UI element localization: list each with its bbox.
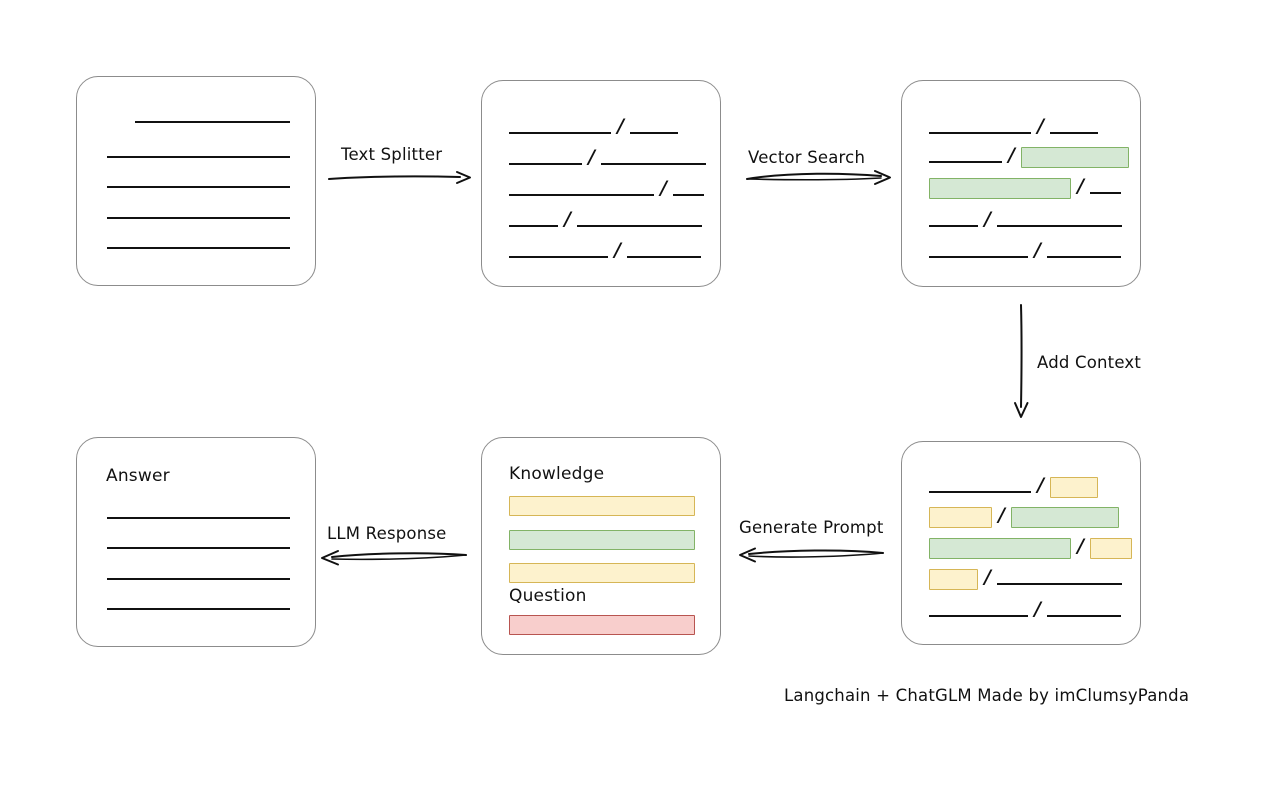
footer-credit: Langchain + ChatGLM Made by imClumsyPand…: [784, 686, 1190, 705]
text-segment: [929, 161, 1002, 163]
knowledge-bar-yellow: [509, 563, 695, 583]
text-segment: [567, 132, 611, 134]
text-segment: [929, 491, 987, 493]
text-segment: [996, 225, 1122, 227]
arrow-generate-prompt: [739, 547, 884, 563]
text-segment: [987, 132, 1031, 134]
edge-label-add-context: Add Context: [1037, 353, 1142, 372]
answer-line: [107, 608, 290, 610]
text-segment: [929, 225, 978, 227]
text-segment: [1046, 256, 1121, 258]
split-slash: /: [1008, 144, 1015, 166]
split-slash: /: [984, 566, 991, 588]
split-row: /: [509, 208, 702, 230]
text-segment: [987, 491, 1031, 493]
edge-label-vector-search: Vector Search: [748, 148, 866, 167]
matched-row: /: [929, 115, 1098, 137]
split-slash: /: [998, 504, 1005, 526]
split-slash: /: [1034, 239, 1041, 261]
edge-label-generate-prompt: Generate Prompt: [739, 518, 884, 537]
matched-row: /: [929, 239, 1121, 261]
split-row: /: [509, 115, 678, 137]
split-document-card[interactable]: / / / / /: [481, 80, 721, 287]
arrow-add-context: [1014, 304, 1029, 418]
context-row: /: [929, 566, 1122, 590]
split-row: /: [509, 177, 704, 199]
text-segment: [1049, 132, 1098, 134]
knowledge-bar-green: [509, 530, 695, 550]
document-line: [107, 156, 290, 158]
matched-row: /: [929, 208, 1122, 230]
split-slash: /: [614, 239, 621, 261]
document-line: [107, 217, 290, 219]
edge-label-llm-response: LLM Response: [327, 524, 447, 543]
split-slash: /: [1037, 474, 1044, 496]
split-slash: /: [617, 115, 624, 137]
matched-document-card[interactable]: / / / / /: [901, 80, 1141, 287]
knowledge-label: Knowledge: [509, 464, 605, 484]
text-segment: [629, 132, 678, 134]
answer-line: [107, 547, 290, 549]
split-slash: /: [1077, 175, 1084, 197]
context-row: /: [929, 535, 1132, 559]
context-chunk-yellow: [1089, 538, 1132, 559]
text-segment: [509, 132, 567, 134]
text-segment: [509, 225, 558, 227]
split-row: /: [509, 239, 701, 261]
context-chunk-yellow: [1049, 477, 1098, 498]
document-line: [107, 247, 290, 249]
context-row: /: [929, 598, 1121, 620]
context-chunk-green: [929, 538, 1071, 559]
context-chunk-green: [1010, 507, 1119, 528]
arrow-vector-search: [746, 170, 891, 185]
document-line: [135, 121, 290, 123]
text-segment: [509, 194, 654, 196]
matched-chunk-green: [1020, 147, 1129, 168]
split-row: /: [509, 146, 706, 168]
split-slash: /: [1037, 115, 1044, 137]
arrow-text-splitter: [328, 171, 471, 184]
context-row: /: [929, 504, 1119, 528]
source-document-card[interactable]: [76, 76, 316, 286]
context-chunk-yellow: [929, 569, 978, 590]
matched-chunk-green: [929, 178, 1071, 199]
answer-title: Answer: [106, 466, 170, 486]
text-segment: [626, 256, 701, 258]
text-segment: [1089, 192, 1121, 194]
text-segment: [672, 194, 704, 196]
split-slash: /: [1077, 535, 1084, 557]
knowledge-bar-yellow: [509, 496, 695, 516]
text-segment: [509, 163, 582, 165]
matched-row: /: [929, 175, 1121, 199]
context-document-card[interactable]: / / / / /: [901, 441, 1141, 645]
matched-row: /: [929, 144, 1129, 168]
context-row: /: [929, 474, 1098, 498]
text-segment: [1046, 615, 1121, 617]
text-segment: [509, 256, 608, 258]
text-segment: [929, 132, 987, 134]
text-segment: [996, 583, 1122, 585]
context-chunk-yellow: [929, 507, 992, 528]
document-line: [107, 186, 290, 188]
question-label: Question: [509, 586, 587, 606]
edge-label-text-splitter: Text Splitter: [341, 145, 443, 164]
answer-line: [107, 517, 290, 519]
question-bar-red: [509, 615, 695, 635]
split-slash: /: [660, 177, 667, 199]
arrow-llm-response: [321, 550, 467, 566]
split-slash: /: [564, 208, 571, 230]
answer-card[interactable]: Answer: [76, 437, 316, 647]
split-slash: /: [984, 208, 991, 230]
text-segment: [600, 163, 706, 165]
text-segment: [929, 615, 1028, 617]
text-segment: [929, 256, 1028, 258]
prompt-card[interactable]: Knowledge Question: [481, 437, 721, 655]
split-slash: /: [588, 146, 595, 168]
answer-line: [107, 578, 290, 580]
text-segment: [576, 225, 702, 227]
split-slash: /: [1034, 598, 1041, 620]
